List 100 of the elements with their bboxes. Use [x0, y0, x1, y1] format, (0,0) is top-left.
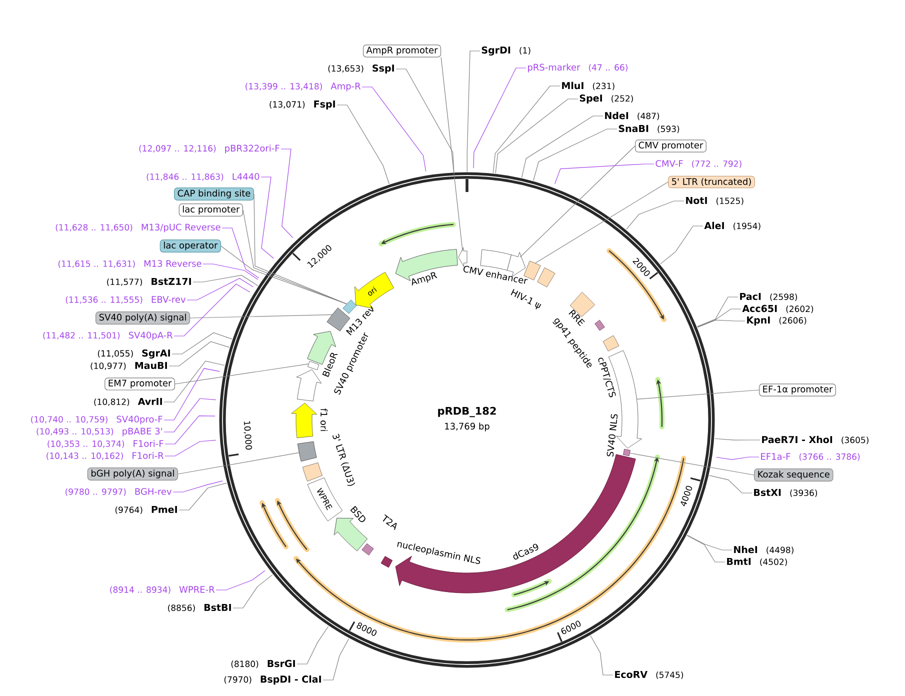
site-label: (11,577) BstZ17I [107, 278, 191, 286]
leader-line [164, 440, 216, 456]
leader-line [216, 570, 266, 590]
leader-line [495, 98, 578, 174]
primer-label: (11,628 .. 11,650) M13/pUC Reverse [56, 224, 220, 232]
site-label: (10,812) AvrII [94, 398, 162, 406]
leader-line [686, 534, 732, 550]
site-label: PaeR7I - XhoI (3605) [762, 436, 868, 444]
leader-line [164, 368, 220, 420]
leader-line [660, 226, 704, 264]
primer-label: (8914 .. 8934) WPRE-R [110, 586, 215, 594]
leader-line [192, 274, 258, 286]
leader-line [222, 228, 260, 278]
feature-label: CMV enhancer [464, 266, 528, 284]
primer-label: (9780 .. 9797) BGH-rev [66, 488, 172, 496]
feature-callout: lac operator [160, 240, 222, 252]
leader-line [473, 68, 526, 168]
site-label: (8856) BstBI [168, 604, 231, 612]
leader-line [396, 68, 454, 172]
leader-line [164, 398, 216, 432]
tick-label: 10,000 [244, 421, 252, 450]
primer-label: pRS-marker (47 .. 66) [528, 64, 628, 72]
site-label: (13,071) FspI [270, 100, 335, 110]
primer-label: EF1a-F (3766 .. 3786) [761, 453, 860, 461]
leader-line [714, 438, 760, 440]
site-label: BstXI (3936) [754, 488, 818, 497]
leader-line [686, 535, 726, 562]
leader-line [696, 296, 738, 327]
site-label: (8180) BsrGI [231, 660, 295, 668]
leader-line [164, 360, 225, 402]
site-label: SnaBI (593) [618, 124, 680, 134]
primer-label: (10,740 .. 10,759) SV40pro-F [31, 416, 162, 424]
gene-feature [302, 462, 323, 482]
leader-line [174, 284, 250, 336]
gene-feature [458, 247, 468, 267]
site-label: NheI (4498) [734, 546, 794, 554]
site-label: NotI (1525) [686, 196, 744, 206]
site-label: (13,653) SspI [328, 64, 394, 74]
tick-label: 8000 [356, 622, 377, 636]
tick-label: 6000 [561, 620, 581, 634]
site-label: AleI (1954) [704, 222, 760, 230]
feature-callout: AmpR promoter [362, 44, 442, 58]
site-label: MluI (231) [562, 82, 614, 90]
leader-line [697, 308, 742, 328]
primer-label: (10,353 .. 10,374) F1ori-F [48, 440, 164, 448]
feature-callout: EF-1α promoter [759, 384, 836, 396]
gene-feature [296, 369, 322, 402]
leader-line [280, 148, 294, 238]
leader-line [172, 480, 223, 492]
site-label: KpnI (2606) [747, 316, 806, 326]
leader-line [708, 475, 752, 494]
leader-line [590, 635, 614, 676]
feature-callout: lac promoter [178, 204, 244, 216]
leader-line [697, 320, 746, 328]
gene-feature [602, 335, 620, 352]
feature-callout: EM7 promoter [104, 378, 176, 390]
primer-label: (11,615 .. 11,631) M13 Reverse [58, 260, 202, 268]
site-label: (9764) PmeI [115, 506, 177, 514]
primer-label: (10,493 .. 10,513) pBABE 3' [36, 428, 162, 436]
primer-label: (11,536 .. 11,555) EBV-rev [66, 296, 186, 304]
leader-line [533, 128, 618, 181]
leader-line [336, 104, 390, 184]
primer-label: (10,143 .. 10,162) F1ori-R [46, 452, 164, 460]
tick-label: 4000 [680, 486, 692, 506]
leader-line [636, 390, 760, 400]
plasmid-size: 13,769 bp [445, 422, 490, 432]
gene-feature [362, 543, 374, 556]
feature-callout: CMV promoter [635, 140, 706, 152]
site-label: Acc65I (2602) [742, 304, 814, 314]
site-label: NdeI (487) [605, 112, 660, 120]
feature-callout: CAP binding site [174, 188, 254, 200]
site-label: (11,055) SgrAI [98, 349, 170, 359]
feature-callout: bGH poly(A) signal [87, 468, 178, 480]
leader-line [492, 86, 560, 174]
primer-label: (11,482 .. 11,501) SV40pA-R [43, 332, 173, 340]
leader-line [220, 246, 347, 304]
leader-line [296, 626, 329, 664]
leader-line [535, 182, 668, 264]
site-label: SpeI (252) [580, 94, 633, 104]
feature-label: f1 ori [320, 408, 328, 431]
feature-label: AmpR [412, 272, 438, 286]
primer-label: (13,399 .. 13,418) Amp-R [246, 82, 361, 92]
leader-line [626, 200, 684, 230]
plasmid-name: pRDB_182 [438, 406, 496, 418]
leader-line [554, 164, 654, 184]
leader-line [322, 638, 350, 680]
leader-line [260, 176, 274, 259]
leader-line [178, 452, 300, 474]
gene-feature [622, 448, 630, 456]
leader-line [168, 341, 230, 366]
feature-callout: SV40 poly(A) signal [96, 312, 190, 324]
leader-line [716, 456, 760, 460]
feature-callout: 5' LTR (truncated) [668, 176, 755, 188]
feature-callout: Kozak sequence [754, 468, 834, 482]
leader-line [186, 278, 254, 300]
leader-line [190, 314, 332, 318]
leader-line [362, 86, 426, 172]
site-label: EcoRV (5745) [615, 670, 684, 679]
leader-line [232, 574, 273, 608]
primer-label: (11,846 .. 11,863) L4440 [146, 173, 260, 181]
